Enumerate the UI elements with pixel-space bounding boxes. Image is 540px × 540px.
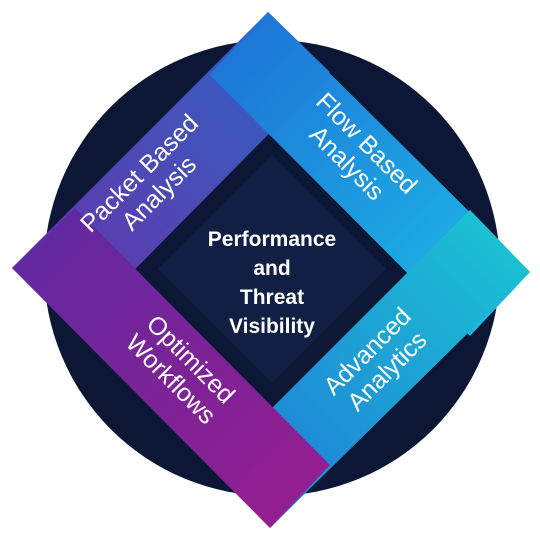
center-square	[158, 155, 386, 383]
center-label: Performance and Threat Visibility	[208, 228, 336, 338]
segment-optimized-workflows	[12, 208, 330, 528]
center-line-2: and	[253, 257, 290, 280]
center-line-1: Performance	[208, 228, 336, 251]
center-line-4: Visibility	[229, 315, 315, 338]
center-line-3: Threat	[240, 286, 304, 309]
